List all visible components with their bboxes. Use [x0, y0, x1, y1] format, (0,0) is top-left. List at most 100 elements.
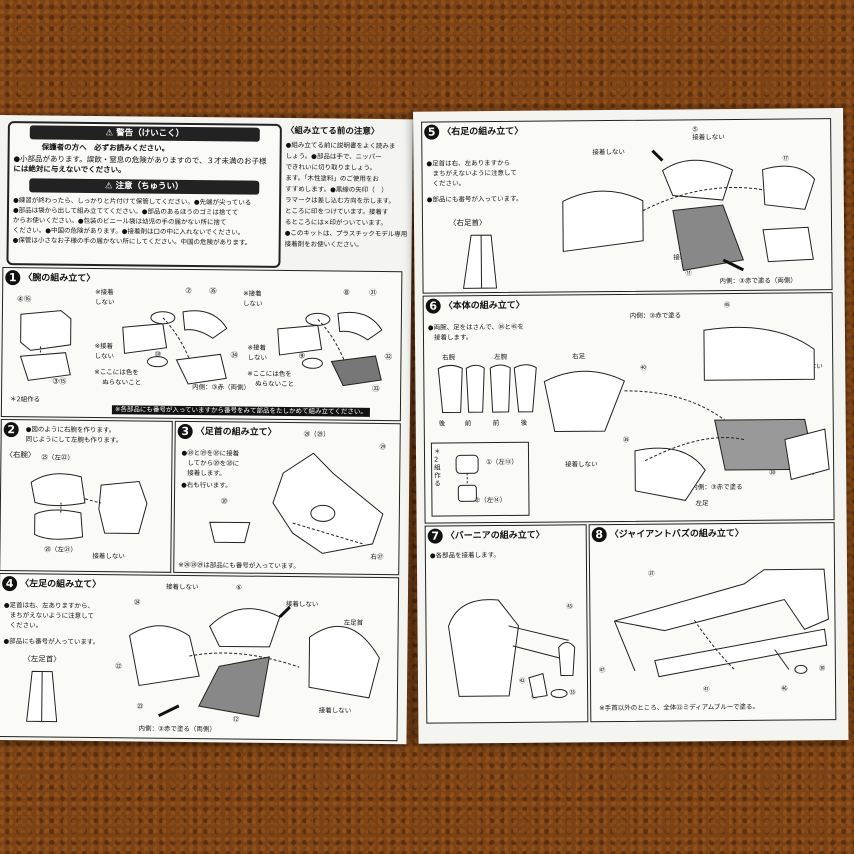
notes-line: 接着剤をお使いください。	[284, 239, 363, 249]
inner-color-note: 内側：③赤で塗る	[629, 311, 682, 320]
notes-line: できれいに切り取りましょう。	[285, 162, 377, 172]
warning-triangle-icon: ⚠	[105, 128, 117, 139]
left-ankle-small-illustration	[17, 666, 68, 727]
step-number: 2	[3, 422, 19, 438]
orientation-label: 後	[438, 419, 446, 428]
notes-title: 〈組み立てる前の注意〉	[285, 125, 380, 137]
part-label: ⑧	[343, 287, 350, 297]
ankle-illustration	[252, 443, 393, 554]
step-8-title: 8〈ジャイアントバズの組み立て〉	[591, 526, 744, 543]
assembly-notes: 〈組み立てる前の注意〉 ●組み立てる前に説明書をよく読みま しょう。●部品は手で…	[0, 115, 413, 249]
right-page: 5〈右足の組み立て〉 ●足首は右、左ありますから まちがえないように注意して く…	[413, 108, 849, 744]
step-5-panel: 5〈右足の組み立て〉 ●足首は右、左ありますから まちがえないように注意して く…	[421, 118, 833, 294]
step-6-line: 接着します。	[433, 333, 473, 342]
step-number: 6	[425, 298, 441, 314]
orientation-label: 前	[464, 419, 472, 428]
step-3-note: ※㉖㉘㉙は部品にも番号が入っています。	[178, 560, 300, 571]
no-glue-note: 接着しない	[92, 551, 125, 561]
step-3-line: ●㉘と㉙を㉖に接着	[181, 448, 240, 458]
guardian-note: 保護者の方へ 必ずお読みください。	[41, 142, 170, 153]
parts-number-note: ※各部品にも番号が入っていますから番号をみて部品をたしかめて組み立てください。	[111, 405, 370, 417]
right-foot-illustration	[542, 149, 823, 281]
caution-title: ⚠ 注意（ちゅうい）	[29, 178, 260, 195]
step-number: 1	[5, 270, 21, 286]
notes-line: るところには×印がついています。	[284, 217, 388, 228]
step-number: 8	[591, 527, 607, 543]
left-ankle-label: 〈左足首〉	[23, 654, 61, 664]
step-number: 5	[424, 124, 440, 140]
notes-line: ます。「木性塗料」のご使用をお	[285, 173, 380, 183]
arm-label: 左腕	[494, 352, 508, 362]
step-8-panel: 8〈ジャイアントバズの組み立て〉 ㊲ ㊼ ㊶ ㊻ ㉚ ※手首以外のところ、全体㉒…	[588, 522, 837, 723]
step-5-title-text: 〈右足の組み立て〉	[442, 126, 524, 138]
step-1-title: 1〈腕の組み立て〉	[5, 270, 95, 286]
step-3-line: してから⑳を㉘に	[187, 458, 240, 468]
right-ankle-label: 〈右足首〉	[448, 218, 487, 228]
hand-inset: ＊2組作る ①（左⑬） ②（左⑭）	[430, 441, 530, 517]
step-1-title-text: 〈腕の組み立て〉	[23, 273, 96, 285]
step-5-title: 5〈右足の組み立て〉	[424, 124, 523, 140]
giant-bazooka-illustration	[604, 559, 830, 691]
part-label: ⑥	[236, 583, 242, 592]
caution-triangle-icon: ⚠	[104, 181, 116, 192]
notes-line: しょう。●部品は手で、ニッパー	[285, 151, 382, 161]
warning-title-text: 警告（けいこく）	[116, 128, 185, 139]
part-label: ㊺	[723, 300, 731, 310]
step-7-title: 7〈バーニアの組み立て〉	[427, 528, 545, 544]
step-4-line: ください。	[9, 621, 43, 630]
step-8-title-text: 〈ジャイアントバズの組み立て〉	[609, 528, 744, 541]
left-foot-illustration	[119, 595, 390, 728]
caution-title-text: 注意（ちゅうい）	[115, 181, 184, 192]
part-label: ⑤	[692, 125, 699, 134]
step-4-title: 4〈左足の組み立て〉	[2, 576, 101, 592]
step-6-title: 6〈本体の組み立て〉	[425, 298, 525, 314]
step-4-line: ●部品にも番号が入っています。	[3, 637, 100, 647]
part-label: ㉟	[209, 286, 217, 296]
notes-line: ところに印をつけています。接着す	[284, 206, 389, 217]
step-3-title: 3〈足首の組み立て〉	[177, 423, 277, 440]
warning-box: ⚠ 警告（けいこく） 保護者の方へ 必ずお読みください。 ●小部品があります。誤…	[6, 121, 282, 268]
arms-view-illustration	[432, 362, 542, 419]
step-5-line: まちがえないように注意して	[432, 168, 517, 178]
arm-assembly-2-illustration	[257, 299, 398, 390]
orientation-label: 後	[520, 418, 528, 427]
step-3-line: ●右も行います。	[181, 480, 232, 490]
part-label: ⑦	[185, 285, 192, 296]
caution-line: ●保管は小さなお子様の手の届かない所にしてください。中国の危険があります。	[12, 236, 252, 247]
right-arm-illustration	[20, 462, 161, 547]
step-2-title: 2	[3, 422, 22, 438]
arm-label: 右腕	[442, 353, 456, 362]
step-number: 7	[427, 528, 443, 544]
step-number: 4	[2, 576, 18, 592]
step-8-note: ※手首以外のところ、全体㉒ミディアムブルーで塗る。	[599, 702, 760, 713]
right-arm-label: 〈右腕〉	[5, 450, 36, 460]
part-label: ㉘（㉙）	[303, 430, 330, 439]
hand-illustration	[448, 451, 488, 507]
part-label: ①（左⑬）	[486, 457, 518, 467]
arm-assembly-1-illustration	[102, 297, 243, 388]
no-glue-note: 接着しない	[166, 582, 199, 592]
step-2-panel: 2 ●図のように右腕を作ります。 同じようにして左腕も作ります。 〈右腕〉 ㉕（…	[0, 419, 173, 573]
notes-line: ラマークは差し込む方向を示します。	[285, 195, 396, 206]
step-7-line: ●各部品を接着します。	[429, 551, 500, 560]
step-6-panel: 6〈本体の組み立て〉 ●両腕、足をはさんで、㊳と㊺を 接着します。 右腕 左腕 …	[422, 292, 835, 524]
step-3-title-text: 〈足首の組み立て〉	[195, 427, 277, 438]
verniers-illustration	[438, 585, 584, 706]
step-3-panel: 3〈足首の組み立て〉 ●㉘と㉙を㉖に接着 してから⑳を㉘に 接着します。 ●右も…	[173, 420, 401, 576]
body-assembly-illustration	[544, 319, 831, 511]
notes-line: ●このキットは、プラスチックモデル専用	[284, 228, 408, 239]
arm-part-left-illustration	[10, 304, 81, 385]
left-page: ⚠ 警告（けいこく） 保護者の方へ 必ずお読みください。 ●小部品があります。誤…	[0, 115, 413, 745]
step-3-line: 接着します。	[187, 468, 226, 478]
step-6-title-text: 〈本体の組み立て〉	[443, 300, 525, 312]
step-4-title-text: 〈左足の組み立て〉	[20, 579, 102, 591]
step-2-line: 同じようにして左腕も作ります。	[25, 435, 123, 445]
step-6-line: ●両腕、足をはさんで、㊳と㊺を	[427, 322, 525, 332]
twice-note: ＊2組作る	[433, 447, 441, 488]
warning-title: ⚠ 警告（けいこく）	[29, 125, 260, 142]
step-1-panel: 1〈腕の組み立て〉 ④⑯ ③⑮ ＊2組作る ※接着 しない ※接着 しない ※接…	[0, 267, 403, 422]
part-label: ④⑯	[17, 294, 32, 304]
step-number: 3	[177, 423, 193, 440]
part-label: ㉛	[369, 287, 377, 297]
step-5-line: ●部品にも番号が入っています。	[426, 194, 523, 204]
